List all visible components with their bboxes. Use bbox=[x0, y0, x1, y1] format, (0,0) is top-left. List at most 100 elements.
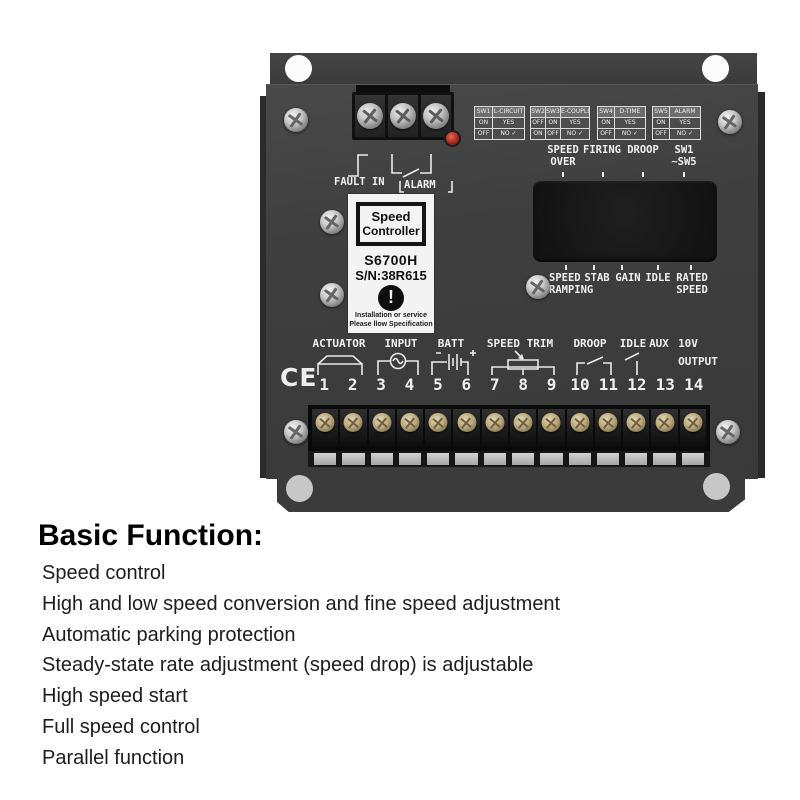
right-side-wall bbox=[758, 92, 765, 478]
display-label-line: ~SW5 bbox=[671, 156, 697, 168]
display-label-droop: DROOP bbox=[614, 144, 672, 156]
table-cell: SW2 bbox=[531, 107, 546, 117]
terminal bbox=[509, 409, 537, 447]
phillips-screw bbox=[320, 283, 344, 307]
terminal-label-speed-trim: SPEED TRIM bbox=[486, 337, 554, 350]
terminal bbox=[312, 409, 339, 447]
terminal-number: 2 bbox=[347, 375, 358, 394]
terminal-label-10v: 10V bbox=[678, 337, 698, 350]
terminal-screw bbox=[343, 413, 363, 432]
terminal-screw bbox=[357, 103, 383, 129]
table-cell: OFF bbox=[546, 129, 561, 139]
display-label-line: SPEED bbox=[549, 272, 581, 284]
terminal-screw bbox=[372, 413, 392, 432]
indicator-tick bbox=[621, 265, 623, 270]
model-label: Speed Controller S6700H S/N:38R615 ! Ins… bbox=[348, 194, 434, 333]
table-cell: SW4 bbox=[598, 107, 615, 117]
table-cell: YES bbox=[569, 119, 581, 126]
terminal-strip bbox=[308, 405, 710, 451]
phillips-screw bbox=[716, 420, 740, 444]
terminal-number: 9 bbox=[546, 375, 557, 394]
table-cell: SW5 bbox=[653, 107, 670, 117]
terminal-screw bbox=[485, 413, 505, 432]
terminal-cell bbox=[421, 95, 451, 137]
terminal-label-idle: IDLE bbox=[619, 337, 647, 350]
display-label-stab: STAB bbox=[577, 272, 617, 284]
terminal-screw bbox=[513, 413, 533, 432]
terminal-label-droop: DROOP bbox=[573, 337, 607, 350]
warning-text: Installation or service bbox=[355, 312, 427, 319]
phillips-screw bbox=[284, 420, 308, 444]
table-cell: NO ✓ bbox=[621, 130, 639, 137]
display-label-line: OVER bbox=[550, 156, 576, 168]
dip-switch-table-3: SW4 D-TIME ON YES OFF NO ✓ bbox=[597, 106, 646, 140]
display-label-line: GAIN bbox=[615, 272, 641, 284]
display-label-line: SPEED bbox=[676, 284, 708, 296]
indicator-tick bbox=[562, 172, 564, 177]
model-number: S6700H bbox=[364, 252, 418, 268]
table-cell: OFF bbox=[475, 129, 493, 139]
terminal-screw bbox=[423, 103, 449, 129]
display-label-line: SPEED bbox=[547, 144, 579, 156]
terminal-number: 1 bbox=[319, 375, 330, 394]
terminal bbox=[538, 409, 565, 447]
ce-mark: CE bbox=[280, 363, 318, 392]
terminal-number-row: 1 2 3 4 5 6 7 8 9 10 11 12 13 14 bbox=[310, 375, 708, 394]
function-list-item: Parallel function bbox=[42, 746, 185, 769]
terminal-cell bbox=[355, 95, 385, 137]
terminal-number: 13 bbox=[655, 375, 675, 394]
terminal bbox=[368, 409, 395, 447]
display-label-line: DROOP bbox=[627, 144, 659, 156]
display-label-firing: FIRING bbox=[573, 144, 631, 156]
led-indicator bbox=[446, 132, 459, 145]
terminal-number: 10 bbox=[570, 375, 590, 394]
display-label-line: STAB bbox=[584, 272, 610, 284]
terminal-number: 8 bbox=[518, 375, 528, 394]
display-label-line: IDLE bbox=[645, 272, 671, 284]
function-list-item: High and low speed conversion and fine s… bbox=[42, 592, 561, 615]
table-cell: SW1 bbox=[475, 107, 493, 117]
terminal-label-aux: AUX bbox=[649, 337, 669, 350]
table-cell: OFF bbox=[531, 118, 546, 128]
fault-alarm-symbols-icon bbox=[348, 154, 453, 193]
terminal-screw bbox=[457, 413, 477, 432]
table-cell: NO ✓ bbox=[500, 130, 517, 137]
table-cell: ON bbox=[475, 118, 493, 128]
warning-icon: ! bbox=[378, 285, 404, 311]
terminal-number: 14 bbox=[684, 375, 704, 394]
table-cell: ON bbox=[653, 118, 670, 128]
indicator-tick bbox=[690, 265, 692, 270]
function-list-item: Speed control bbox=[42, 562, 166, 584]
terminal bbox=[396, 409, 424, 447]
function-list-item: Full speed control bbox=[42, 715, 200, 738]
table-cell: ALARM bbox=[674, 108, 696, 115]
terminal-block-lip bbox=[356, 85, 450, 93]
phillips-screw bbox=[320, 210, 344, 234]
label-title: Speed bbox=[371, 209, 411, 224]
indicator-tick bbox=[593, 265, 595, 270]
terminal bbox=[594, 409, 622, 447]
table-cell: E-COUPLE bbox=[561, 108, 589, 115]
terminal-screw bbox=[655, 413, 675, 432]
terminal-number: 11 bbox=[598, 375, 619, 394]
terminal-number: 7 bbox=[489, 375, 500, 394]
basic-function-heading: Basic Function: bbox=[38, 519, 264, 552]
terminal-label-batt: BATT bbox=[437, 337, 465, 350]
display-label-rated-speed: RATED SPEED bbox=[666, 272, 718, 296]
indicator-tick bbox=[602, 172, 604, 177]
mounting-hole bbox=[286, 475, 313, 502]
terminal-screw bbox=[626, 413, 646, 432]
terminal-label-actuator: ACTUATOR bbox=[312, 337, 366, 350]
table-cell: NO ✓ bbox=[566, 130, 584, 137]
indicator-tick bbox=[565, 265, 567, 270]
terminal-symbols-icon bbox=[317, 350, 640, 375]
terminal-number: 5 bbox=[433, 375, 443, 394]
fault-in-label: FAULT IN bbox=[334, 176, 385, 188]
terminal-strip-base bbox=[308, 451, 710, 467]
table-cell: NO ✓ bbox=[676, 130, 694, 137]
label-title-box: Speed Controller bbox=[356, 202, 426, 246]
table-cell: YES bbox=[624, 119, 636, 126]
function-list-item: Automatic parking protection bbox=[42, 623, 296, 646]
terminal-number: 6 bbox=[461, 375, 472, 394]
dip-switch-table-4: SW5 ALARM ON YES OFF NO ✓ bbox=[652, 106, 701, 140]
